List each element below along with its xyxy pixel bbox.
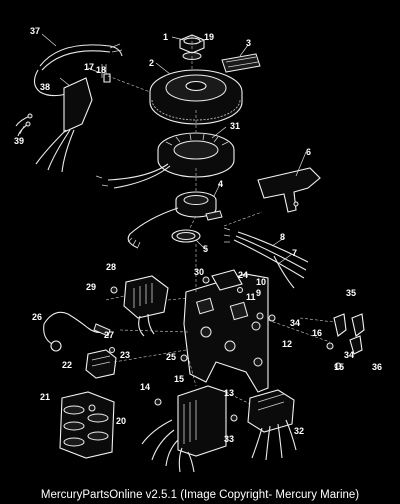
callout-4: 4 (218, 179, 223, 189)
regulator-32 (247, 389, 297, 461)
callout-3: 3 (246, 38, 251, 48)
mounting-plate-12 (183, 269, 269, 393)
callout-20: 20 (116, 416, 126, 426)
coil-pack-20 (59, 391, 115, 459)
callout-2: 2 (149, 58, 154, 68)
switch-box-13 (141, 385, 227, 473)
callout-9: 9 (256, 288, 261, 298)
callout-38: 38 (40, 82, 50, 92)
callout-32: 32 (294, 426, 304, 436)
callout-8: 8 (280, 232, 285, 242)
flywheel-group (149, 34, 261, 125)
callout-37: 37 (30, 26, 40, 36)
callout-30: 30 (194, 267, 204, 277)
callout-7: 7 (292, 248, 297, 258)
callout-17: 17 (84, 62, 94, 72)
callout-34a: 34 (290, 318, 300, 328)
callout-leaders (19, 33, 307, 265)
clips-35-36 (333, 313, 365, 355)
callout-10: 10 (256, 277, 266, 287)
callout-39: 39 (14, 136, 24, 146)
callout-19: 19 (204, 32, 214, 42)
rectifier-28 (123, 275, 169, 337)
stator-group (95, 132, 235, 189)
bracket-6 (257, 167, 321, 213)
callout-15a: 15 (174, 374, 184, 384)
callout-14: 14 (140, 382, 150, 392)
callout-35: 35 (346, 288, 356, 298)
callout-31: 31 (230, 121, 240, 131)
exploded-view-lines (105, 36, 335, 405)
callout-13: 13 (224, 388, 234, 398)
callout-36: 36 (372, 362, 382, 372)
callout-16: 16 (312, 328, 322, 338)
callout-labels: 1 2 3 4 5 6 7 8 9 10 11 12 13 14 15 15 1… (14, 26, 382, 444)
coil-38 (15, 77, 93, 173)
callout-15b: 15 (334, 362, 344, 372)
trigger-group (127, 191, 223, 249)
callout-26: 26 (32, 312, 42, 322)
callout-18: 18 (96, 65, 106, 75)
callout-34b: 34 (344, 350, 354, 360)
callout-5: 5 (203, 244, 208, 254)
callout-28: 28 (106, 262, 116, 272)
callout-33: 33 (224, 434, 234, 444)
module-22 (85, 349, 117, 379)
exploded-parts-diagram: 1 2 3 4 5 6 7 8 9 10 11 12 13 14 15 15 1… (14, 26, 382, 473)
callout-23: 23 (120, 350, 130, 360)
callout-1: 1 (163, 32, 168, 42)
callout-29: 29 (86, 282, 96, 292)
callout-12: 12 (282, 339, 292, 349)
callout-21: 21 (40, 392, 50, 402)
harness-group (223, 227, 309, 289)
hardware (88, 73, 342, 422)
copyright-caption: MercuryPartsOnline v2.5.1 (Image Copyrig… (40, 489, 360, 501)
callout-11: 11 (246, 292, 256, 302)
callout-25: 25 (166, 352, 176, 362)
callout-6: 6 (306, 147, 311, 157)
sensor-26 (43, 311, 111, 352)
callout-22: 22 (62, 360, 72, 370)
callout-27: 27 (104, 330, 114, 340)
harness-37 (33, 43, 123, 97)
callout-24: 24 (238, 270, 248, 280)
